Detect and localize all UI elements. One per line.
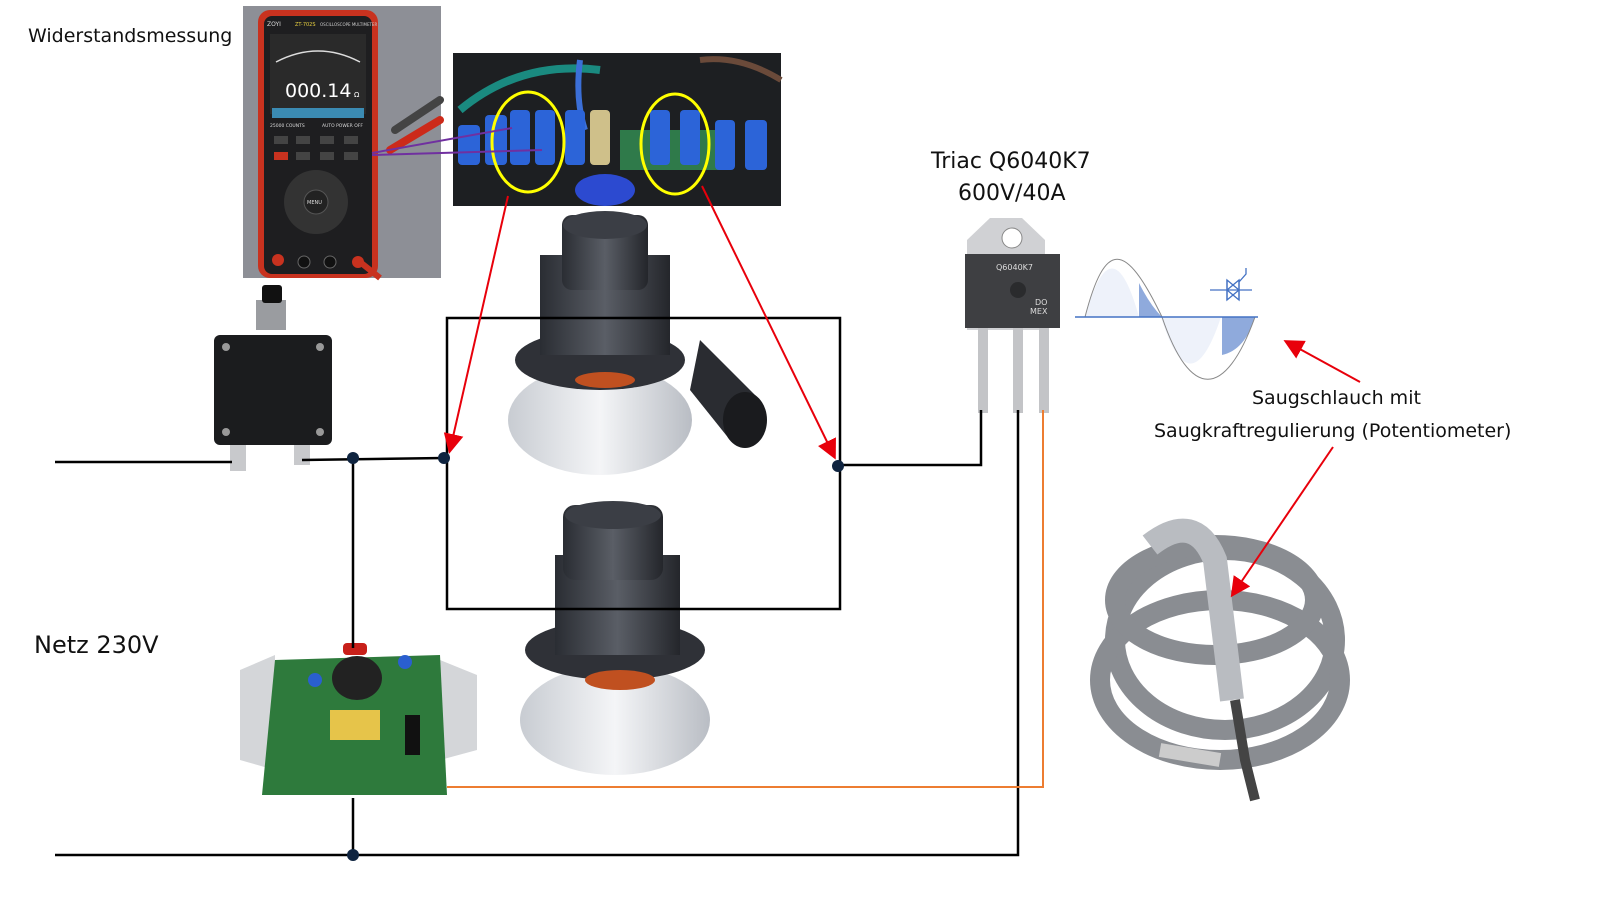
multimeter-auto-off: AUTO POWER OFF bbox=[322, 123, 363, 129]
wire-breaker-out bbox=[301, 456, 445, 462]
wire-to-triac bbox=[838, 410, 983, 467]
dimmer-pcb bbox=[240, 643, 477, 795]
multimeter-model: ZT-702S bbox=[295, 22, 316, 28]
arrow-to-potentiometer bbox=[1230, 446, 1334, 598]
multimeter-unit: Ω bbox=[354, 91, 360, 99]
triac-symbol-icon bbox=[1210, 268, 1252, 302]
motor-1 bbox=[508, 211, 767, 475]
arrow-to-waveform bbox=[1283, 340, 1361, 383]
label-hose-line1: Saugschlauch mit bbox=[1252, 387, 1421, 409]
arrow-connector-right bbox=[701, 185, 836, 460]
probe-line-2 bbox=[371, 149, 543, 156]
junction-dot bbox=[832, 460, 844, 472]
label-triac-name: Triac Q6040K7 bbox=[931, 149, 1091, 174]
label-triac-rating: 600V/40A bbox=[958, 181, 1066, 206]
circuit-breaker bbox=[214, 285, 332, 471]
multimeter-photo bbox=[243, 6, 444, 281]
junction-dot bbox=[438, 452, 450, 464]
triac-code2: MEX bbox=[1030, 307, 1048, 316]
multimeter-brand: ZOYI bbox=[267, 21, 281, 28]
vacuum-hose-photo bbox=[1090, 518, 1350, 802]
gate-wire bbox=[447, 410, 1044, 788]
junction-dot bbox=[347, 849, 359, 861]
multimeter-counts: 25000 COUNTS bbox=[270, 123, 305, 129]
multimeter-type: OSCILLOSCOPE MULTIMETER bbox=[320, 22, 377, 27]
motor-2 bbox=[520, 501, 710, 775]
triac-code1: DO bbox=[1035, 298, 1047, 307]
label-mains: Netz 230V bbox=[34, 631, 159, 659]
junction-dot bbox=[347, 452, 359, 464]
probe-line-1 bbox=[371, 127, 513, 154]
triac-part-marking: Q6040K7 bbox=[996, 263, 1033, 272]
label-measurement: Widerstandsmessung bbox=[28, 25, 233, 47]
wires bbox=[55, 316, 1020, 857]
wire-mains-n bbox=[55, 410, 1020, 857]
triac-photo bbox=[965, 218, 1060, 413]
multimeter-reading: 000.14 bbox=[285, 80, 351, 102]
label-hose-line2: Saugkraftregulierung (Potentiometer) bbox=[1154, 420, 1512, 442]
multimeter-menu: MENU bbox=[307, 200, 322, 206]
phase-control-waveform bbox=[1075, 258, 1258, 380]
arrow-connector-left bbox=[443, 195, 509, 454]
